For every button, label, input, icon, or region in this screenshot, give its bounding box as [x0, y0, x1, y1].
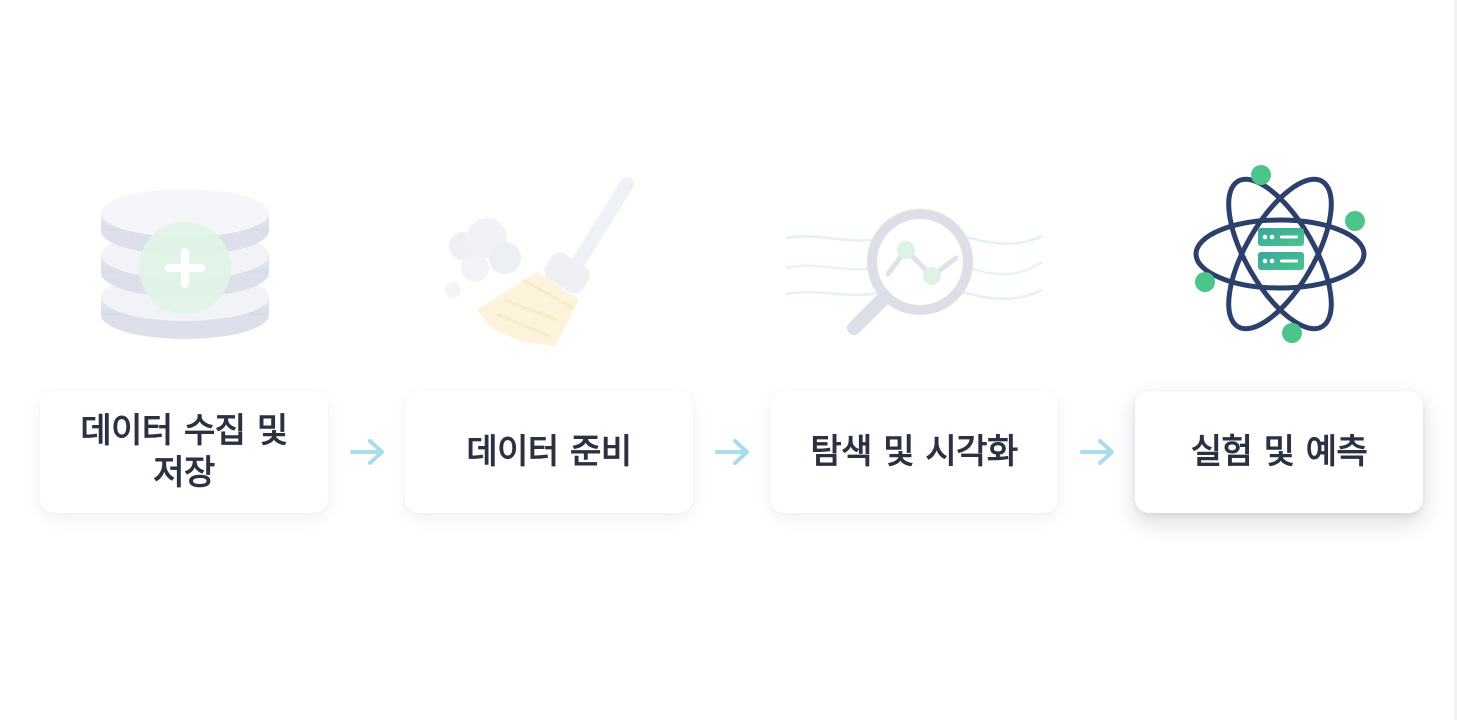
step-label: 데이터 준비 — [466, 432, 632, 472]
step-card: 실험 및 예측 — [1135, 391, 1423, 513]
step-exploration: 탐색 및 시각화 — [770, 0, 1060, 720]
step-label: 탐색 및 시각화 — [810, 432, 1018, 472]
step-card: 데이터 수집 및 저장 — [40, 391, 328, 513]
step-card: 탐색 및 시각화 — [770, 391, 1058, 513]
database-plus-icon — [40, 150, 330, 360]
arrow-right-icon — [713, 434, 753, 470]
atom-server-icon — [1135, 150, 1425, 360]
broom-icon — [405, 150, 695, 360]
magnifier-chart-icon — [770, 150, 1060, 360]
arrow-right-icon — [1078, 434, 1118, 470]
page-edge — [1454, 0, 1457, 720]
step-data-collection: 데이터 수집 및 저장 — [40, 0, 330, 720]
arrow-right-icon — [348, 434, 388, 470]
step-label: 데이터 수집 및 저장 — [80, 411, 288, 493]
step-label: 실험 및 예측 — [1190, 432, 1368, 472]
step-data-preparation: 데이터 준비 — [405, 0, 695, 720]
step-experiment-prediction: 실험 및 예측 — [1135, 0, 1425, 720]
step-card: 데이터 준비 — [405, 391, 693, 513]
